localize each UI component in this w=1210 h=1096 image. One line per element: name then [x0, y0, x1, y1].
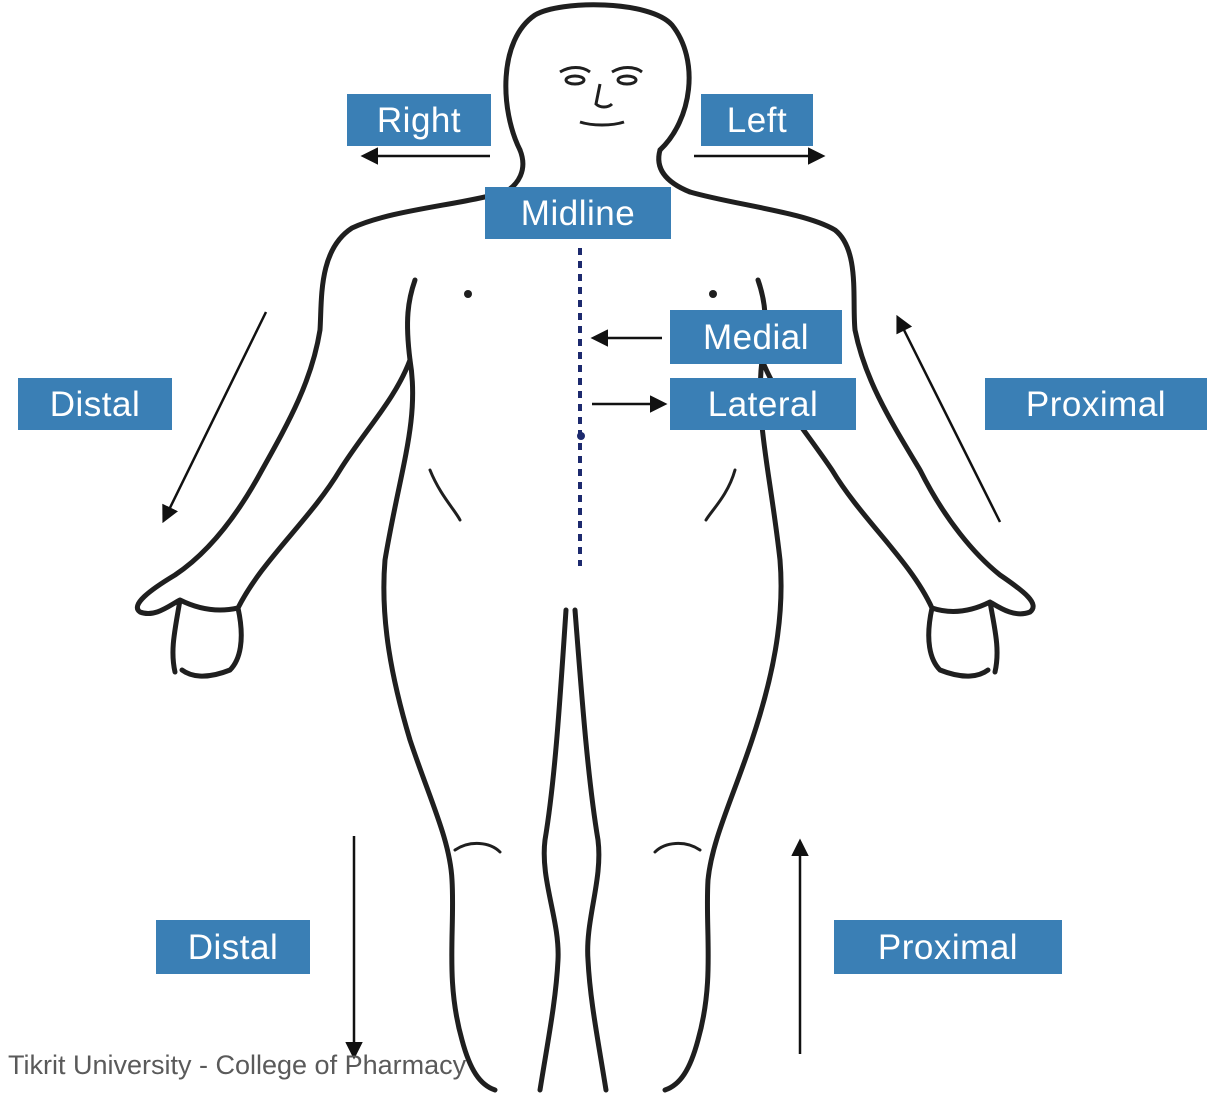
leg-inner-left: [540, 610, 566, 1090]
nipple-right: [709, 290, 717, 298]
label-lateral: Lateral: [670, 378, 856, 430]
leg-inner-right: [575, 610, 606, 1090]
face: [560, 68, 642, 126]
hip-left: [430, 470, 460, 520]
neck-outline: [505, 150, 523, 192]
knee-left: [455, 843, 500, 852]
hip-right: [706, 470, 735, 520]
label-distal-arm: Distal: [18, 378, 172, 430]
nipple-left: [464, 290, 472, 298]
label-medial: Medial: [670, 310, 842, 364]
head-outline: [506, 5, 689, 150]
navel: [577, 432, 585, 440]
label-midline: Midline: [485, 187, 671, 239]
label-proximal-leg: Proximal: [834, 920, 1062, 974]
footer-text: Tikrit University - College of Pharmacy: [8, 1050, 466, 1081]
knee-right: [655, 843, 700, 852]
label-distal-leg: Distal: [156, 920, 310, 974]
inner-arm-left: [408, 280, 415, 360]
label-proximal-arm: Proximal: [985, 378, 1207, 430]
label-right: Right: [347, 94, 491, 146]
label-left: Left: [701, 94, 813, 146]
neck-outline-right: [659, 150, 690, 192]
